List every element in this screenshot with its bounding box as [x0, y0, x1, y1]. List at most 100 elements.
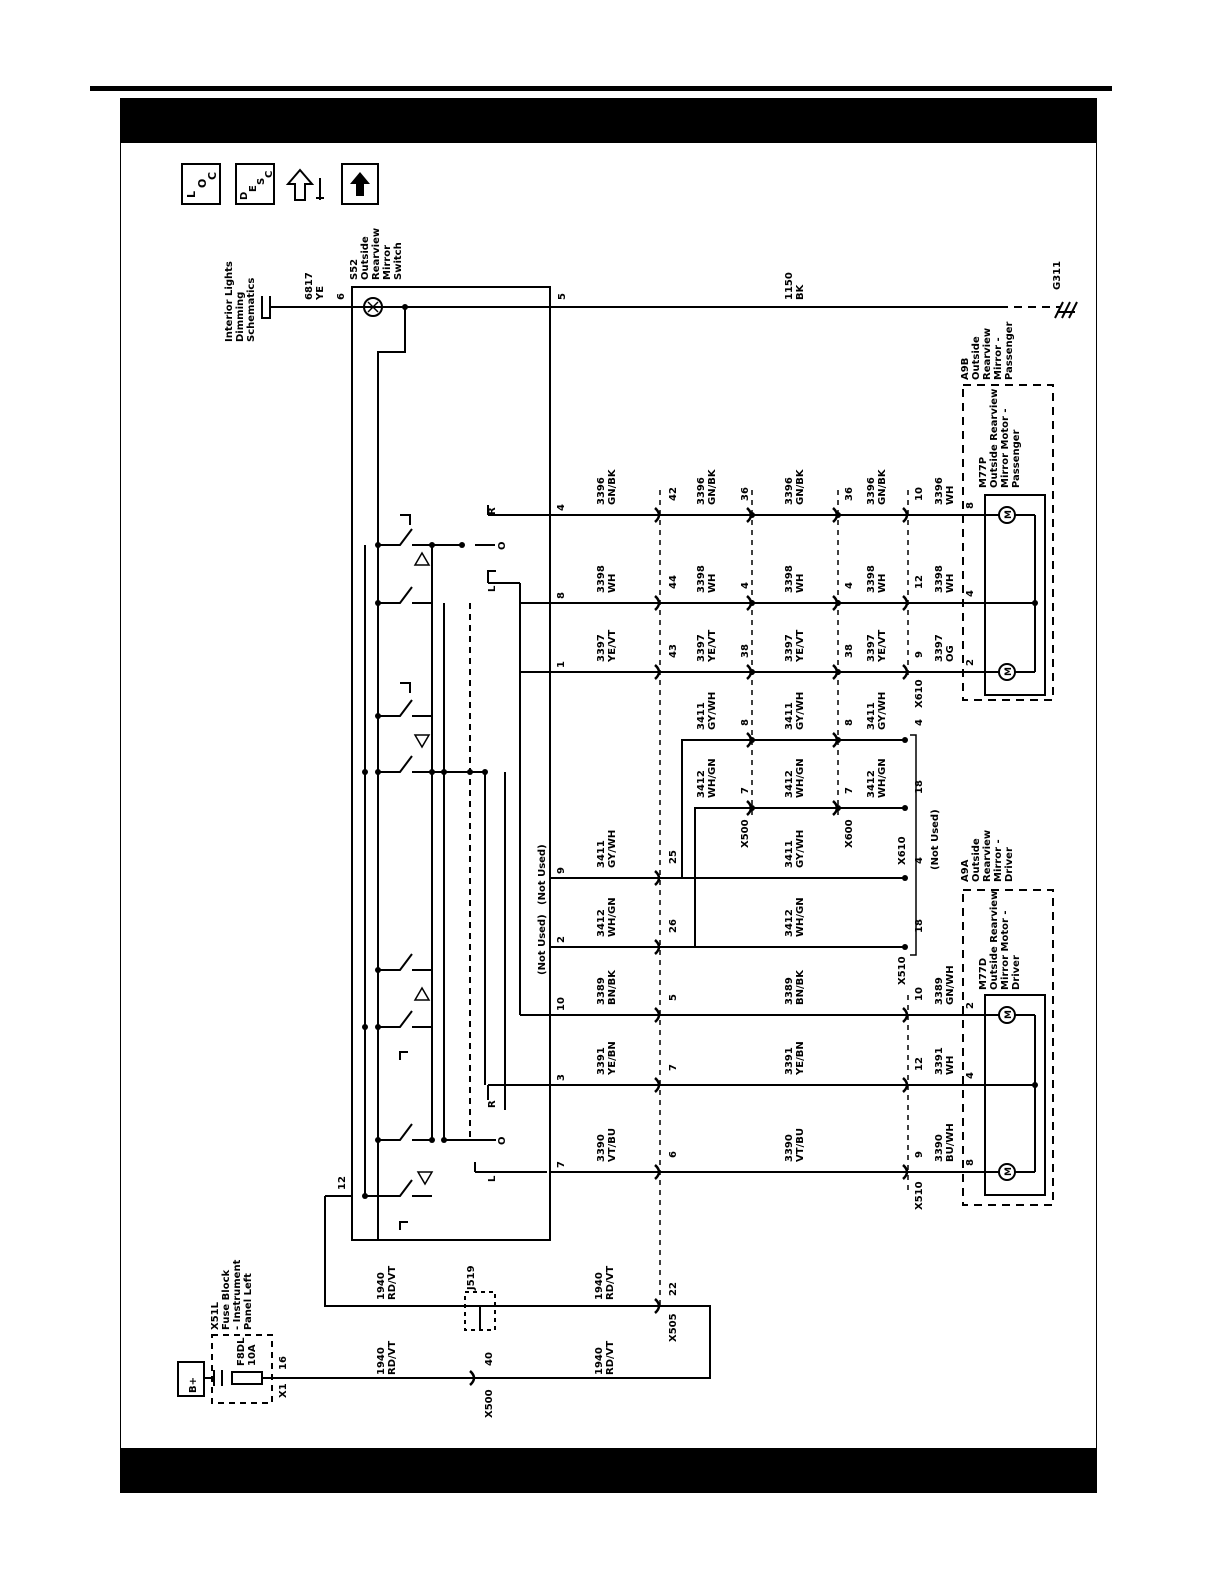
conn-pin-c4-c4: 10	[914, 487, 925, 501]
wire-label-w4-c4-line-1: GN/BK	[877, 468, 888, 505]
footer-bar	[121, 1448, 1096, 1492]
wire-label-w1-c10-line-0: 3389	[596, 977, 607, 1005]
x610-label: X610	[914, 679, 925, 708]
a9b-label-line-4: Passenger	[1004, 321, 1015, 380]
wire-label-w3-c9-line-0: 3411	[784, 840, 795, 868]
wire-6817-label-line-0: 6817	[304, 272, 315, 300]
switch-pin-8: 8	[556, 592, 567, 599]
wire-1940-b-line-0: 1940	[594, 1272, 605, 1300]
pin-22-label: 22	[668, 1282, 679, 1296]
a9a-label-line-1: Outside	[971, 838, 982, 882]
svg-text:O: O	[196, 179, 209, 188]
wire-label-w3-c3412-line-0: 3412	[784, 770, 795, 798]
conn-pin-c3-c8: 4	[844, 582, 855, 589]
x510-label: X510	[914, 1181, 925, 1210]
conn-pin-c2-c3411: 8	[740, 719, 751, 726]
a9b-label-line-3: Mirror -	[993, 337, 1004, 380]
conn-pin-c4-c10: 10	[914, 987, 925, 1001]
header-bar	[121, 99, 1096, 143]
wire-label-w5-c1-line-1: OG	[945, 645, 956, 662]
conn-pin-c2-c8: 4	[740, 582, 751, 589]
diagram-frame	[120, 98, 1097, 1493]
switch-r-bottom: R	[487, 1100, 498, 1108]
motor-m-2: M	[1004, 1010, 1014, 1019]
wire-label-w3-c8-line-1: WH	[795, 574, 806, 593]
not-used-a: (Not Used)	[537, 844, 548, 905]
conn-pin-c2-c4: 36	[740, 487, 751, 501]
s52-label-line-4: Switch	[393, 242, 404, 280]
conn-pin-c1-c3: 7	[668, 1064, 679, 1071]
pin-40-label: 40	[484, 1352, 495, 1366]
wire-1940-d-line-1: RD/VT	[605, 1341, 616, 1375]
x500-fuse-label: X500	[484, 1389, 495, 1418]
wire-label-w1-c1-line-0: 3397	[596, 634, 607, 662]
wire-label-w3-c2-line-1: WH/GN	[795, 897, 806, 937]
motor-pin-c8: 4	[965, 590, 976, 597]
wire-label-w2-c3412-line-1: WH/GN	[707, 758, 718, 798]
wire-label-w1-c9-line-1: GY/WH	[607, 830, 618, 868]
conn-pin-c3-c1: 38	[844, 644, 855, 658]
conn-pin-c4-c3: 12	[914, 1057, 925, 1071]
conn-pin-c4-c9: 4	[914, 857, 925, 864]
motor-pin-c3: 4	[965, 1072, 976, 1079]
svg-text:S: S	[256, 178, 267, 185]
m77d-label-line-1: Outside Rearview	[989, 891, 1000, 990]
wire-label-w3-c10-line-1: BN/BK	[795, 969, 806, 1005]
conn-pin-c1-c7: 6	[668, 1151, 679, 1158]
wire-label-w4-c3412-line-1: WH/GN	[877, 758, 888, 798]
wire-label-w2-c3411-line-1: GY/WH	[707, 692, 718, 730]
conn-pin-c4-c3411: 4	[914, 719, 925, 726]
svg-text:L: L	[185, 191, 198, 198]
switch-pin-4: 4	[556, 504, 567, 511]
up-arrow-icon[interactable]	[341, 163, 379, 205]
wire-label-w4-c8-line-1: WH	[877, 574, 888, 593]
diagnostic-tool-icon[interactable]	[285, 168, 324, 201]
wire-6817-label-line-1: YE	[315, 286, 326, 301]
x51l-label-line-1: Fuse Block	[221, 1269, 232, 1330]
m77p-label-line-1: Outside Rearview	[989, 389, 1000, 488]
conn-pin-c4-c2: 18	[914, 919, 925, 933]
wire-label-w3-c3412-line-1: WH/GN	[795, 758, 806, 798]
wire-label-w4-c8-line-0: 3398	[866, 565, 877, 593]
ground-g311-label: G311	[1052, 261, 1063, 290]
wire-label-w3-c3411-line-0: 3411	[784, 702, 795, 730]
x1-label: X1	[278, 1383, 289, 1398]
wire-label-w4-c3411-line-0: 3411	[866, 702, 877, 730]
m77d-label-line-0: M77D	[978, 958, 989, 990]
wire-label-w2-c8-line-0: 3398	[696, 565, 707, 593]
x51l-label-line-0: X51L	[210, 1301, 221, 1330]
switch-l-top: L	[487, 585, 498, 592]
interior-bracket	[261, 296, 271, 319]
wire-label-w1-c10-line-1: BN/BK	[607, 969, 618, 1005]
wire-label-w1-c4-line-0: 3396	[596, 477, 607, 505]
wire-label-w3-c8-line-0: 3398	[784, 565, 795, 593]
x505-label: X505	[668, 1313, 679, 1342]
wire-label-w3-c10-line-0: 3389	[784, 977, 795, 1005]
wire-1940-c-line-0: 1940	[376, 1347, 387, 1375]
switch-pin-2: 2	[556, 936, 567, 943]
wire-label-w2-c4-line-1: GN/BK	[707, 468, 718, 505]
conn-pin-c1-c1: 43	[668, 644, 679, 658]
wire-label-w5-c10-line-0: 3389	[934, 977, 945, 1005]
wire-label-w3-c7-line-0: 3390	[784, 1134, 795, 1162]
wire-label-w2-c3411-line-0: 3411	[696, 702, 707, 730]
wire-label-w3-c1-line-0: 3397	[784, 634, 795, 662]
a9a-label-line-0: A9A	[960, 859, 971, 882]
motor-m-0: M	[1004, 510, 1014, 519]
svg-text:D: D	[239, 192, 250, 200]
description-icon[interactable]: D E S C	[235, 163, 275, 205]
wire-1940-c-line-1: RD/VT	[387, 1341, 398, 1375]
switch-pin-10: 10	[556, 997, 567, 1011]
a9b-label-line-1: Outside	[971, 336, 982, 380]
conn-pin-c1-c4: 42	[668, 487, 679, 501]
conn-pin-c3-c4: 36	[844, 487, 855, 501]
svg-text:E: E	[248, 185, 259, 192]
x51l-label-line-2: - Instrument	[232, 1259, 243, 1330]
location-icon[interactable]: L O C	[181, 163, 221, 205]
not-used-c: (Not Used)	[930, 809, 941, 870]
wire-label-w1-c2-line-1: WH/GN	[607, 897, 618, 937]
fuse-f8dl-label-line-0: F8DL	[236, 1337, 247, 1366]
wire-label-w5-c4-line-0: 3396	[934, 477, 945, 505]
pin-5-label: 5	[557, 293, 568, 300]
